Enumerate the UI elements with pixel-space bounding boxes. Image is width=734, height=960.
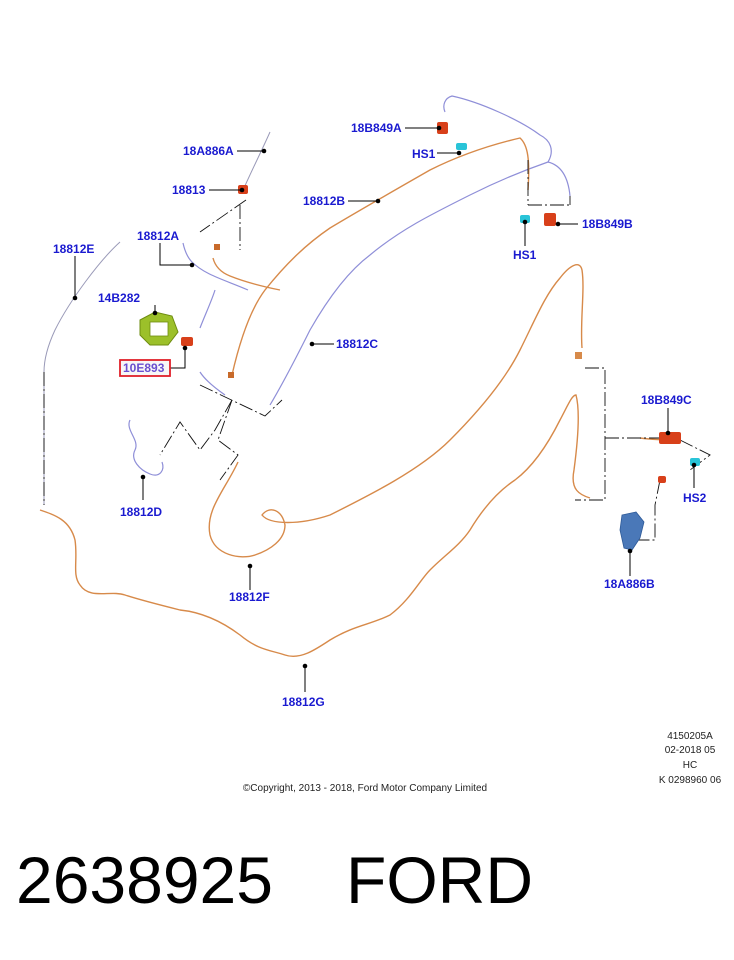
info-line-1: 4150205A xyxy=(667,731,713,742)
label-18812G: 18812G xyxy=(282,695,325,709)
label-14B282: 14B282 xyxy=(98,291,140,305)
harness-18812A-lower xyxy=(199,289,226,396)
harness-18812B xyxy=(231,137,530,376)
callout-leaders xyxy=(72,125,697,692)
heat-shrink-HS1-top-icon xyxy=(456,143,467,150)
harness-18812B-branch xyxy=(212,257,281,291)
highlight-box-10E893 xyxy=(119,359,171,377)
connector-small-icon xyxy=(228,372,234,378)
label-18A886B: 18A886B xyxy=(604,577,655,591)
label-18812F: 18812F xyxy=(229,590,270,604)
label-18B849B: 18B849B xyxy=(582,217,633,231)
callout-labels: 18A886A 18813 18812A 18812E 14B282 10E89… xyxy=(53,121,707,709)
harness-18812C-branch xyxy=(547,161,571,197)
connector-small-icon xyxy=(214,244,220,250)
label-HS2: HS2 xyxy=(683,491,707,505)
part-number: 2638925 xyxy=(16,843,273,917)
info-line-3: HC xyxy=(683,760,697,771)
connector-small-red-icon xyxy=(658,476,666,483)
copyright-notice: ©Copyright, 2013 - 2018, Ford Motor Comp… xyxy=(243,783,487,794)
harness-18812D xyxy=(128,419,164,476)
connector-10E893-icon xyxy=(181,337,193,346)
label-HS1-mid: HS1 xyxy=(513,248,537,262)
label-18812E: 18812E xyxy=(53,242,94,256)
harness-18812G xyxy=(39,394,591,657)
label-18812B: 18812B xyxy=(303,194,345,208)
connector-small-icon xyxy=(575,352,582,359)
label-18B849C: 18B849C xyxy=(641,393,692,407)
label-18813: 18813 xyxy=(172,183,206,197)
label-18812C: 18812C xyxy=(336,337,378,351)
connector-18B849A-icon xyxy=(437,122,448,134)
harness-18812A xyxy=(182,242,249,291)
label-10E893[interactable]: 10E893 xyxy=(123,361,165,375)
label-18812D: 18812D xyxy=(120,505,162,519)
bracket-14B282-icon xyxy=(139,311,179,346)
harness-18812C xyxy=(269,95,552,406)
connector-18B849C-icon xyxy=(659,432,681,444)
info-block: 4150205A 02-2018 05 HC K 0298960 06 xyxy=(659,731,722,786)
info-line-2: 02-2018 05 xyxy=(665,745,716,756)
harness-18A886A xyxy=(243,131,271,189)
components xyxy=(139,122,700,551)
bracket-18A886B-icon xyxy=(619,511,645,551)
label-HS1-top: HS1 xyxy=(412,147,436,161)
label-18A886A: 18A886A xyxy=(183,144,234,158)
label-18812A: 18812A xyxy=(137,229,179,243)
harness-18812E xyxy=(43,241,121,505)
brand-name: FORD xyxy=(346,843,533,917)
info-line-4: K 0298960 06 xyxy=(659,775,722,786)
label-18B849A: 18B849A xyxy=(351,121,402,135)
heat-shrink-HS1-mid-icon xyxy=(520,215,530,223)
connector-18B849B-icon xyxy=(544,213,556,226)
harness-18812F xyxy=(208,264,584,558)
